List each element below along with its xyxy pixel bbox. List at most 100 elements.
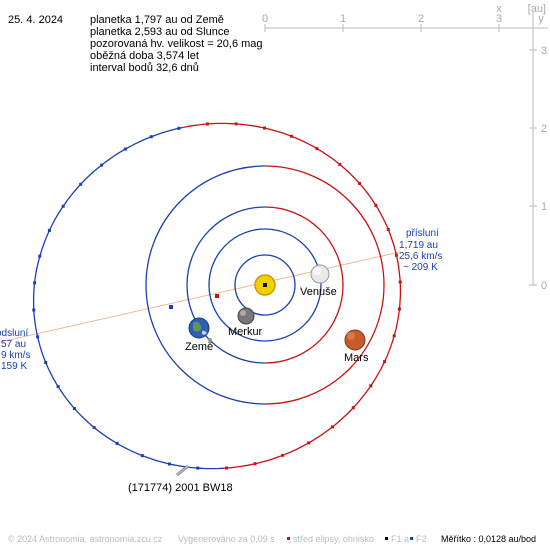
orbit-point-marker — [234, 122, 238, 126]
asteroid-orbit — [32, 122, 402, 470]
mars-orbit-back — [145, 165, 266, 405]
aphelion-temp: 159 K — [1, 361, 27, 372]
moon-disc — [208, 338, 212, 342]
sun — [254, 274, 276, 296]
orbit-point-marker — [398, 280, 402, 284]
x-tick-label: 2 — [418, 13, 424, 25]
perihelion-distance: 1,719 au — [399, 240, 438, 251]
mercury-orbit — [234, 254, 296, 316]
y-axis-label: y — [538, 13, 544, 25]
asteroid-label: (171774) 2001 BW18 — [128, 482, 233, 494]
perihelion-box: přísluní 1,719 au 25,6 km/s ~ 209 K — [399, 228, 442, 273]
orbit-point-marker — [38, 254, 42, 258]
ellipse-center-marker — [215, 294, 219, 298]
apsis-line — [0, 251, 401, 343]
earth-orbit-front — [264, 206, 344, 364]
f1-legend-text: F1 a — [391, 534, 409, 544]
mercury-label: Merkur — [228, 326, 263, 338]
orbit-point-marker — [92, 426, 96, 430]
scale-text: Měřítko : 0,0128 au/bod — [441, 534, 536, 544]
venus — [310, 264, 330, 284]
y-tick-label: 3 — [541, 45, 547, 57]
orbit-point-marker — [281, 453, 285, 457]
orbit-point-marker — [123, 147, 127, 151]
distance-from-earth: planetka 1,797 au od Země — [90, 14, 224, 26]
orbit-point-marker — [56, 385, 60, 389]
orbit-point-marker — [33, 281, 37, 285]
mercury-disc — [237, 307, 255, 325]
venus-label: Venuše — [300, 286, 337, 298]
axis-frame — [264, 12, 548, 286]
aphelion-box: odsluní 57 au 9 km/s 159 K — [0, 328, 30, 372]
orbit-point-marker — [374, 203, 378, 207]
orbit-point-marker — [140, 454, 144, 458]
orbit-point-marker — [330, 425, 334, 429]
orbit-point-marker — [290, 134, 294, 138]
orbit-point-marker — [36, 335, 40, 339]
mars-label: Mars — [344, 352, 369, 364]
f2-legend-text: F2 — [416, 534, 427, 544]
orbit-point-marker — [358, 182, 362, 185]
perihelion-speed: 25,6 km/s — [399, 251, 442, 262]
venus-disc — [310, 264, 330, 284]
center-legend-marker — [287, 537, 290, 540]
orbit-point-marker — [79, 182, 83, 186]
orbit-point-marker — [177, 126, 181, 130]
orbit-point-marker — [253, 462, 257, 466]
orbit-point-marker — [149, 135, 153, 139]
copyright-text: © 2024 Astronomia, astronomia.zcu.cz — [8, 534, 163, 544]
focus-f2-marker — [169, 305, 173, 309]
perihelion-title: přísluní — [406, 228, 439, 239]
x-axis-label: x — [496, 3, 502, 15]
aphelion-distance: 57 au — [1, 339, 26, 350]
orbit-point-marker — [394, 253, 398, 257]
mars-disc — [344, 329, 366, 351]
f2-legend-marker — [410, 537, 413, 540]
orbit-point-marker — [392, 334, 396, 338]
mars-orbit-front — [264, 165, 385, 405]
y-tick-label: 0 — [541, 280, 547, 292]
asteroid-marker — [176, 464, 189, 477]
perihelion-temp: ~ 209 K — [403, 262, 438, 273]
planet-orbits — [145, 165, 385, 405]
y-tick-label: 1 — [541, 201, 547, 213]
orbit-point-marker — [225, 466, 229, 470]
info-lines: planetka 1,797 au od Země planetka 2,593… — [90, 14, 263, 74]
mars — [344, 329, 366, 351]
orbit-point-marker — [32, 308, 36, 312]
x-tick-label: 1 — [340, 13, 346, 25]
x-tick-label: 3 — [496, 13, 502, 25]
point-interval-text: interval bodů 32,6 dnů — [90, 62, 199, 74]
aphelion-title: odsluní — [0, 328, 28, 339]
center-legend-text: střed elipsy, ohnisko — [293, 534, 374, 544]
orbit-point-marker — [263, 126, 266, 130]
orbit-point-marker — [72, 407, 76, 410]
axis-labels: 0 1 2 3 x [au] y 3 2 1 0 — [262, 3, 547, 292]
orbit-point-marker — [315, 147, 319, 151]
unit-label: [au] — [528, 3, 546, 15]
orbit-point-marker — [397, 307, 401, 311]
venus-orbit — [208, 228, 322, 342]
magnitude-text: pozorovaná hv. velikost = 20,6 mag — [90, 38, 263, 50]
orbit-point-marker — [196, 466, 200, 470]
f1-legend-marker — [385, 537, 388, 540]
aphelion-speed: 9 km/s — [1, 350, 30, 361]
orbit-point-marker — [351, 406, 355, 410]
orbit-point-marker — [383, 360, 387, 364]
orbit-point-marker — [44, 361, 48, 364]
x-tick-label: 0 — [262, 13, 268, 25]
orbit-point-marker — [100, 163, 104, 167]
asteroid-orbit-near-sun — [182, 122, 402, 469]
earth-orbit-back — [186, 206, 266, 364]
orbit-point-marker — [168, 462, 171, 466]
orbit-point-marker — [369, 384, 373, 388]
distance-from-sun: planetka 2,593 au od Slunce — [90, 26, 230, 38]
period-text: oběžná doba 3,574 let — [90, 50, 199, 62]
orbit-point-marker — [338, 162, 342, 166]
orbit-point-marker — [205, 122, 209, 126]
date-label: 25. 4. 2024 — [8, 14, 64, 26]
earth — [188, 317, 212, 342]
orbit-point-marker — [115, 441, 119, 445]
earth-label: Země — [185, 341, 213, 353]
